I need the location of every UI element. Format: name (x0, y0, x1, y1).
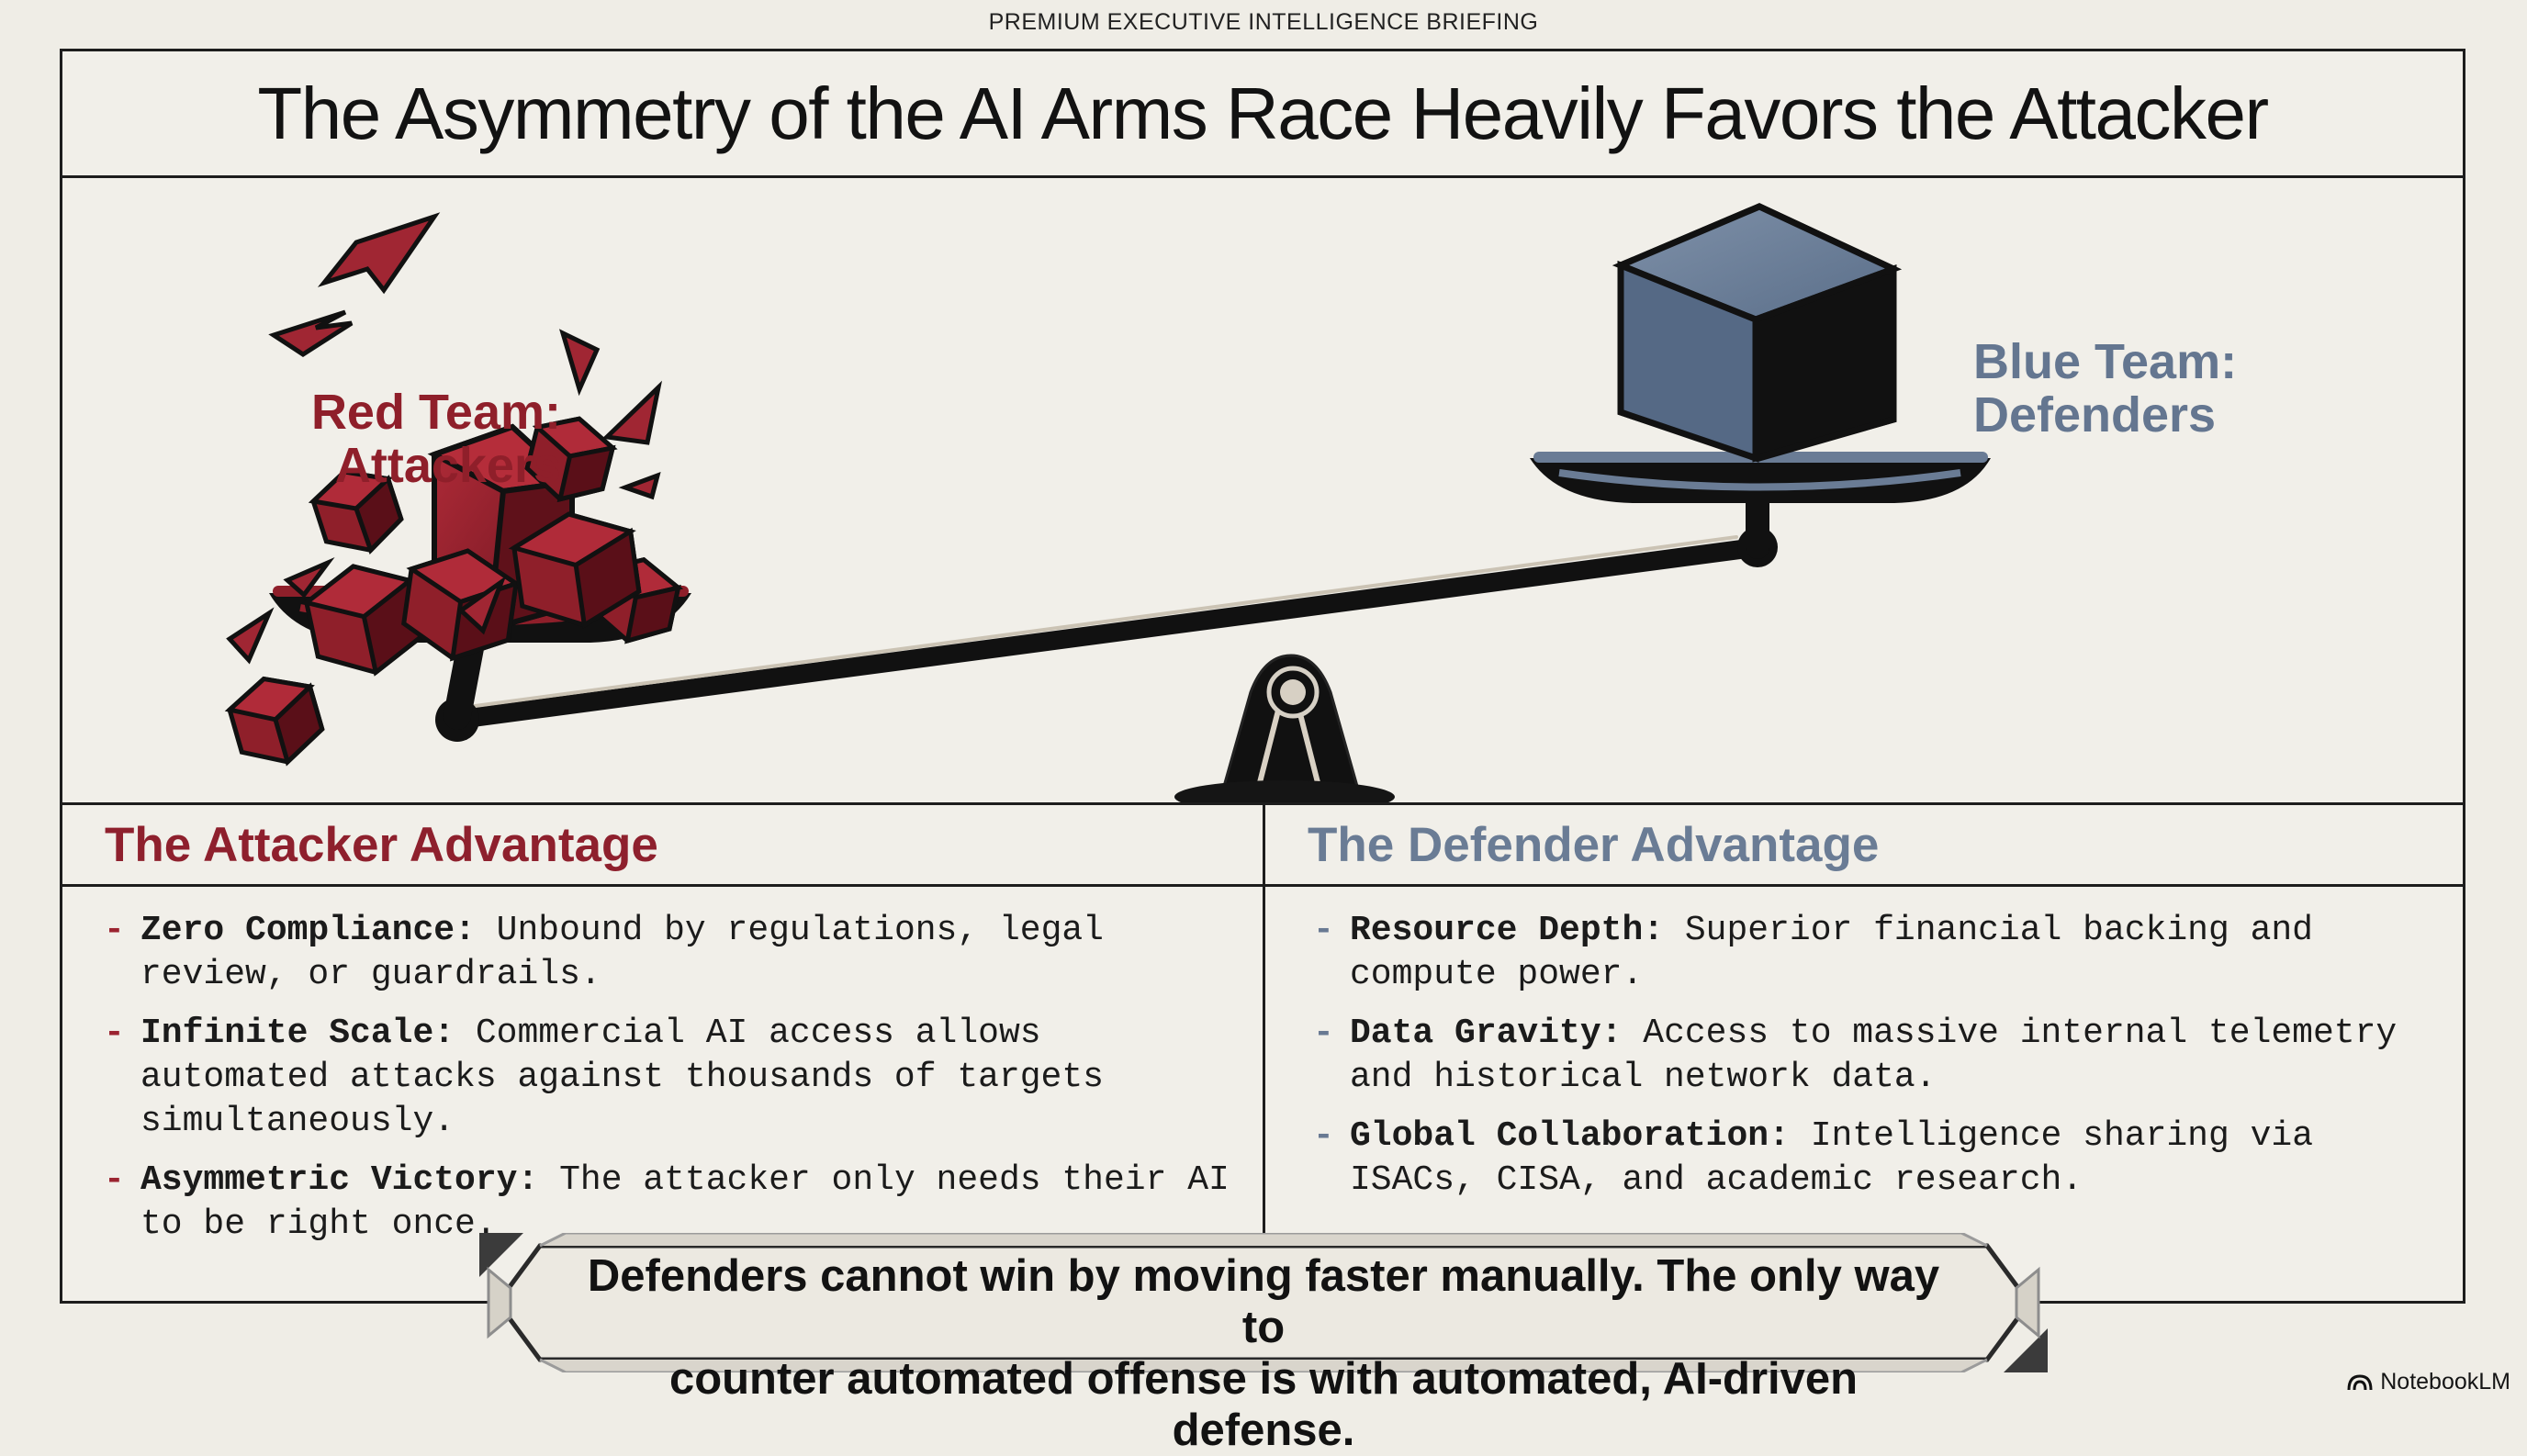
attacker-advantage-list: - Zero Compliance: Unbound by regulation… (62, 887, 1263, 1247)
red-team-label-line-1: Red Team: (310, 385, 561, 440)
bullet-dash-icon: - (104, 1160, 125, 1200)
attacker-advantage-heading: The Attacker Advantage (62, 805, 1263, 887)
callout-banner-shape (479, 1233, 2048, 1372)
advantage-term: Data Gravity: (1350, 1014, 1623, 1053)
advantage-term: Asymmetric Victory: (140, 1160, 539, 1200)
defender-advantage-item: - Resource Depth: Superior financial bac… (1313, 909, 2447, 997)
bullet-dash-icon: - (104, 1014, 125, 1053)
advantage-description: Unbound by regulations, legal review, or… (140, 911, 1104, 994)
advantage-description: Intelligence sharing via ISACs, CISA, an… (1350, 1116, 2313, 1200)
defender-advantage-list: - Resource Depth: Superior financial bac… (1265, 887, 2465, 1203)
bullet-dash-icon: - (1313, 911, 1334, 950)
blue-tray (1530, 452, 1991, 559)
briefing-kicker: PREMIUM EXECUTIVE INTELLIGENCE BRIEFING (988, 9, 1539, 35)
attacker-advantage-item: - Infinite Scale: Commercial AI access a… (104, 1012, 1244, 1144)
advantage-term: Global Collaboration: (1350, 1116, 1790, 1156)
blue-cube (1612, 203, 1903, 463)
red-cube-cluster (224, 212, 684, 767)
attacker-advantage-column: The Attacker Advantage - Zero Compliance… (62, 805, 1265, 1304)
blue-team-label-line-1: Blue Team: (1973, 334, 2238, 389)
defender-advantage-heading: The Defender Advantage (1265, 805, 2465, 887)
bullet-dash-icon: - (1313, 1014, 1334, 1053)
advantage-description: Access to massive internal telemetry and… (1350, 1014, 2398, 1097)
advantage-term: Zero Compliance: (140, 911, 476, 950)
title-bar: The Asymmetry of the AI Arms Race Heavil… (62, 51, 2463, 178)
advantage-description: The attacker only needs their AI to be r… (140, 1160, 1230, 1244)
attacker-advantage-item: - Zero Compliance: Unbound by regulation… (104, 909, 1244, 997)
advantage-description: Commercial AI access allows automated at… (140, 1014, 1104, 1141)
comparison-columns: The Attacker Advantage - Zero Compliance… (62, 802, 2465, 1304)
briefing-slide: The Asymmetry of the AI Arms Race Heavil… (60, 49, 2465, 1304)
advantage-description: Superior financial backing and compute p… (1350, 911, 2313, 994)
bullet-dash-icon: - (1313, 1116, 1334, 1156)
brand-name: NotebookLM (2380, 1369, 2510, 1394)
page-title: The Asymmetry of the AI Arms Race Heavil… (257, 72, 2269, 154)
advantage-term: Resource Depth: (1350, 911, 1665, 950)
blue-team-label-line-2: Defenders (1973, 387, 2217, 442)
defender-advantage-column: The Defender Advantage - Resource Depth:… (1265, 805, 2465, 1304)
conclusion-callout: Defenders cannot win by moving faster ma… (479, 1233, 2048, 1455)
scale-fulcrum (1174, 654, 1395, 802)
defender-advantage-item: - Global Collaboration: Intelligence sha… (1313, 1114, 2447, 1203)
balance-scale-svg (224, 203, 1991, 802)
advantage-term: Infinite Scale: (140, 1014, 455, 1053)
bullet-dash-icon: - (104, 911, 125, 950)
notebooklm-logo-icon (2347, 1373, 2373, 1390)
balance-scale-illustration: Red Team: Attackers Blue Team: Defenders (62, 178, 2463, 802)
blue-team-label: Blue Team: Defenders (1973, 335, 2304, 442)
red-team-label-line-2: Attackers (334, 438, 561, 493)
conclusion-text: Defenders cannot win by moving faster ma… (585, 1250, 1942, 1456)
notebooklm-branding: NotebookLM (2347, 1369, 2510, 1395)
attacker-advantage-item: - Asymmetric Victory: The attacker only … (104, 1159, 1244, 1247)
defender-advantage-item: - Data Gravity: Access to massive intern… (1313, 1012, 2447, 1100)
conclusion-line-2: counter automated offense is with automa… (668, 1354, 1859, 1455)
conclusion-line-1: Defenders cannot win by moving faster ma… (587, 1251, 1940, 1352)
red-team-label: Red Team: Attackers (249, 386, 561, 492)
